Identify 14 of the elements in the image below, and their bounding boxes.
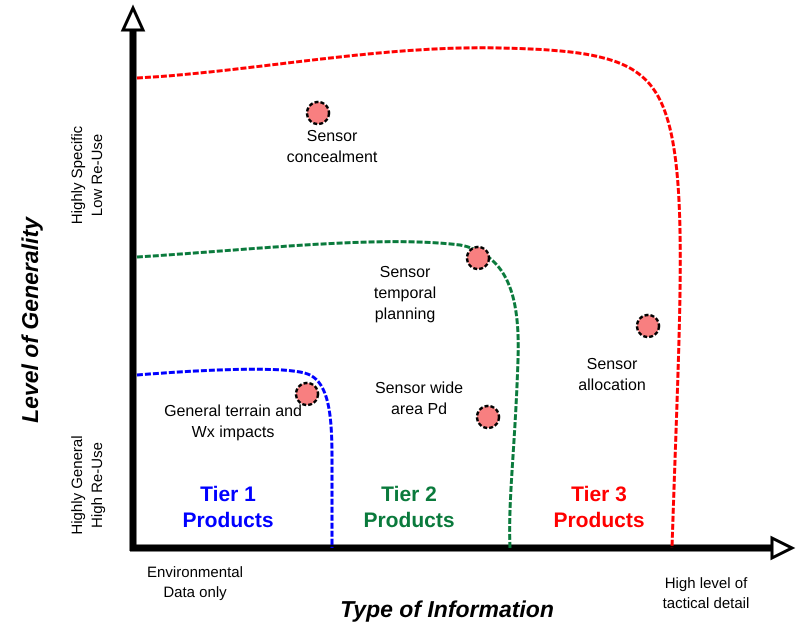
axis-end-label: Highly Specific Low Re-Use (68, 124, 107, 226)
axis-end-label: High level of tactical detail (662, 574, 750, 614)
point-label: General terrain and Wx impacts (163, 402, 303, 443)
tier-label: Tier 2 Products (362, 482, 456, 534)
axis-end-label: Highly General High Re-Use (68, 434, 107, 537)
axis-end-label: Environmental Data only (146, 563, 244, 603)
tier-label: Tier 3 Products (552, 482, 646, 534)
axis-title: Level of Generality (16, 215, 44, 425)
point-label: Sensor concealment (286, 127, 378, 168)
point-label: Sensor wide area Pd (374, 379, 464, 420)
tier-label: Tier 1 Products (181, 482, 274, 534)
axis-title: Type of Information (339, 595, 555, 623)
point-label: Sensor temporal planning (372, 263, 438, 325)
point-label: Sensor allocation (577, 355, 647, 396)
